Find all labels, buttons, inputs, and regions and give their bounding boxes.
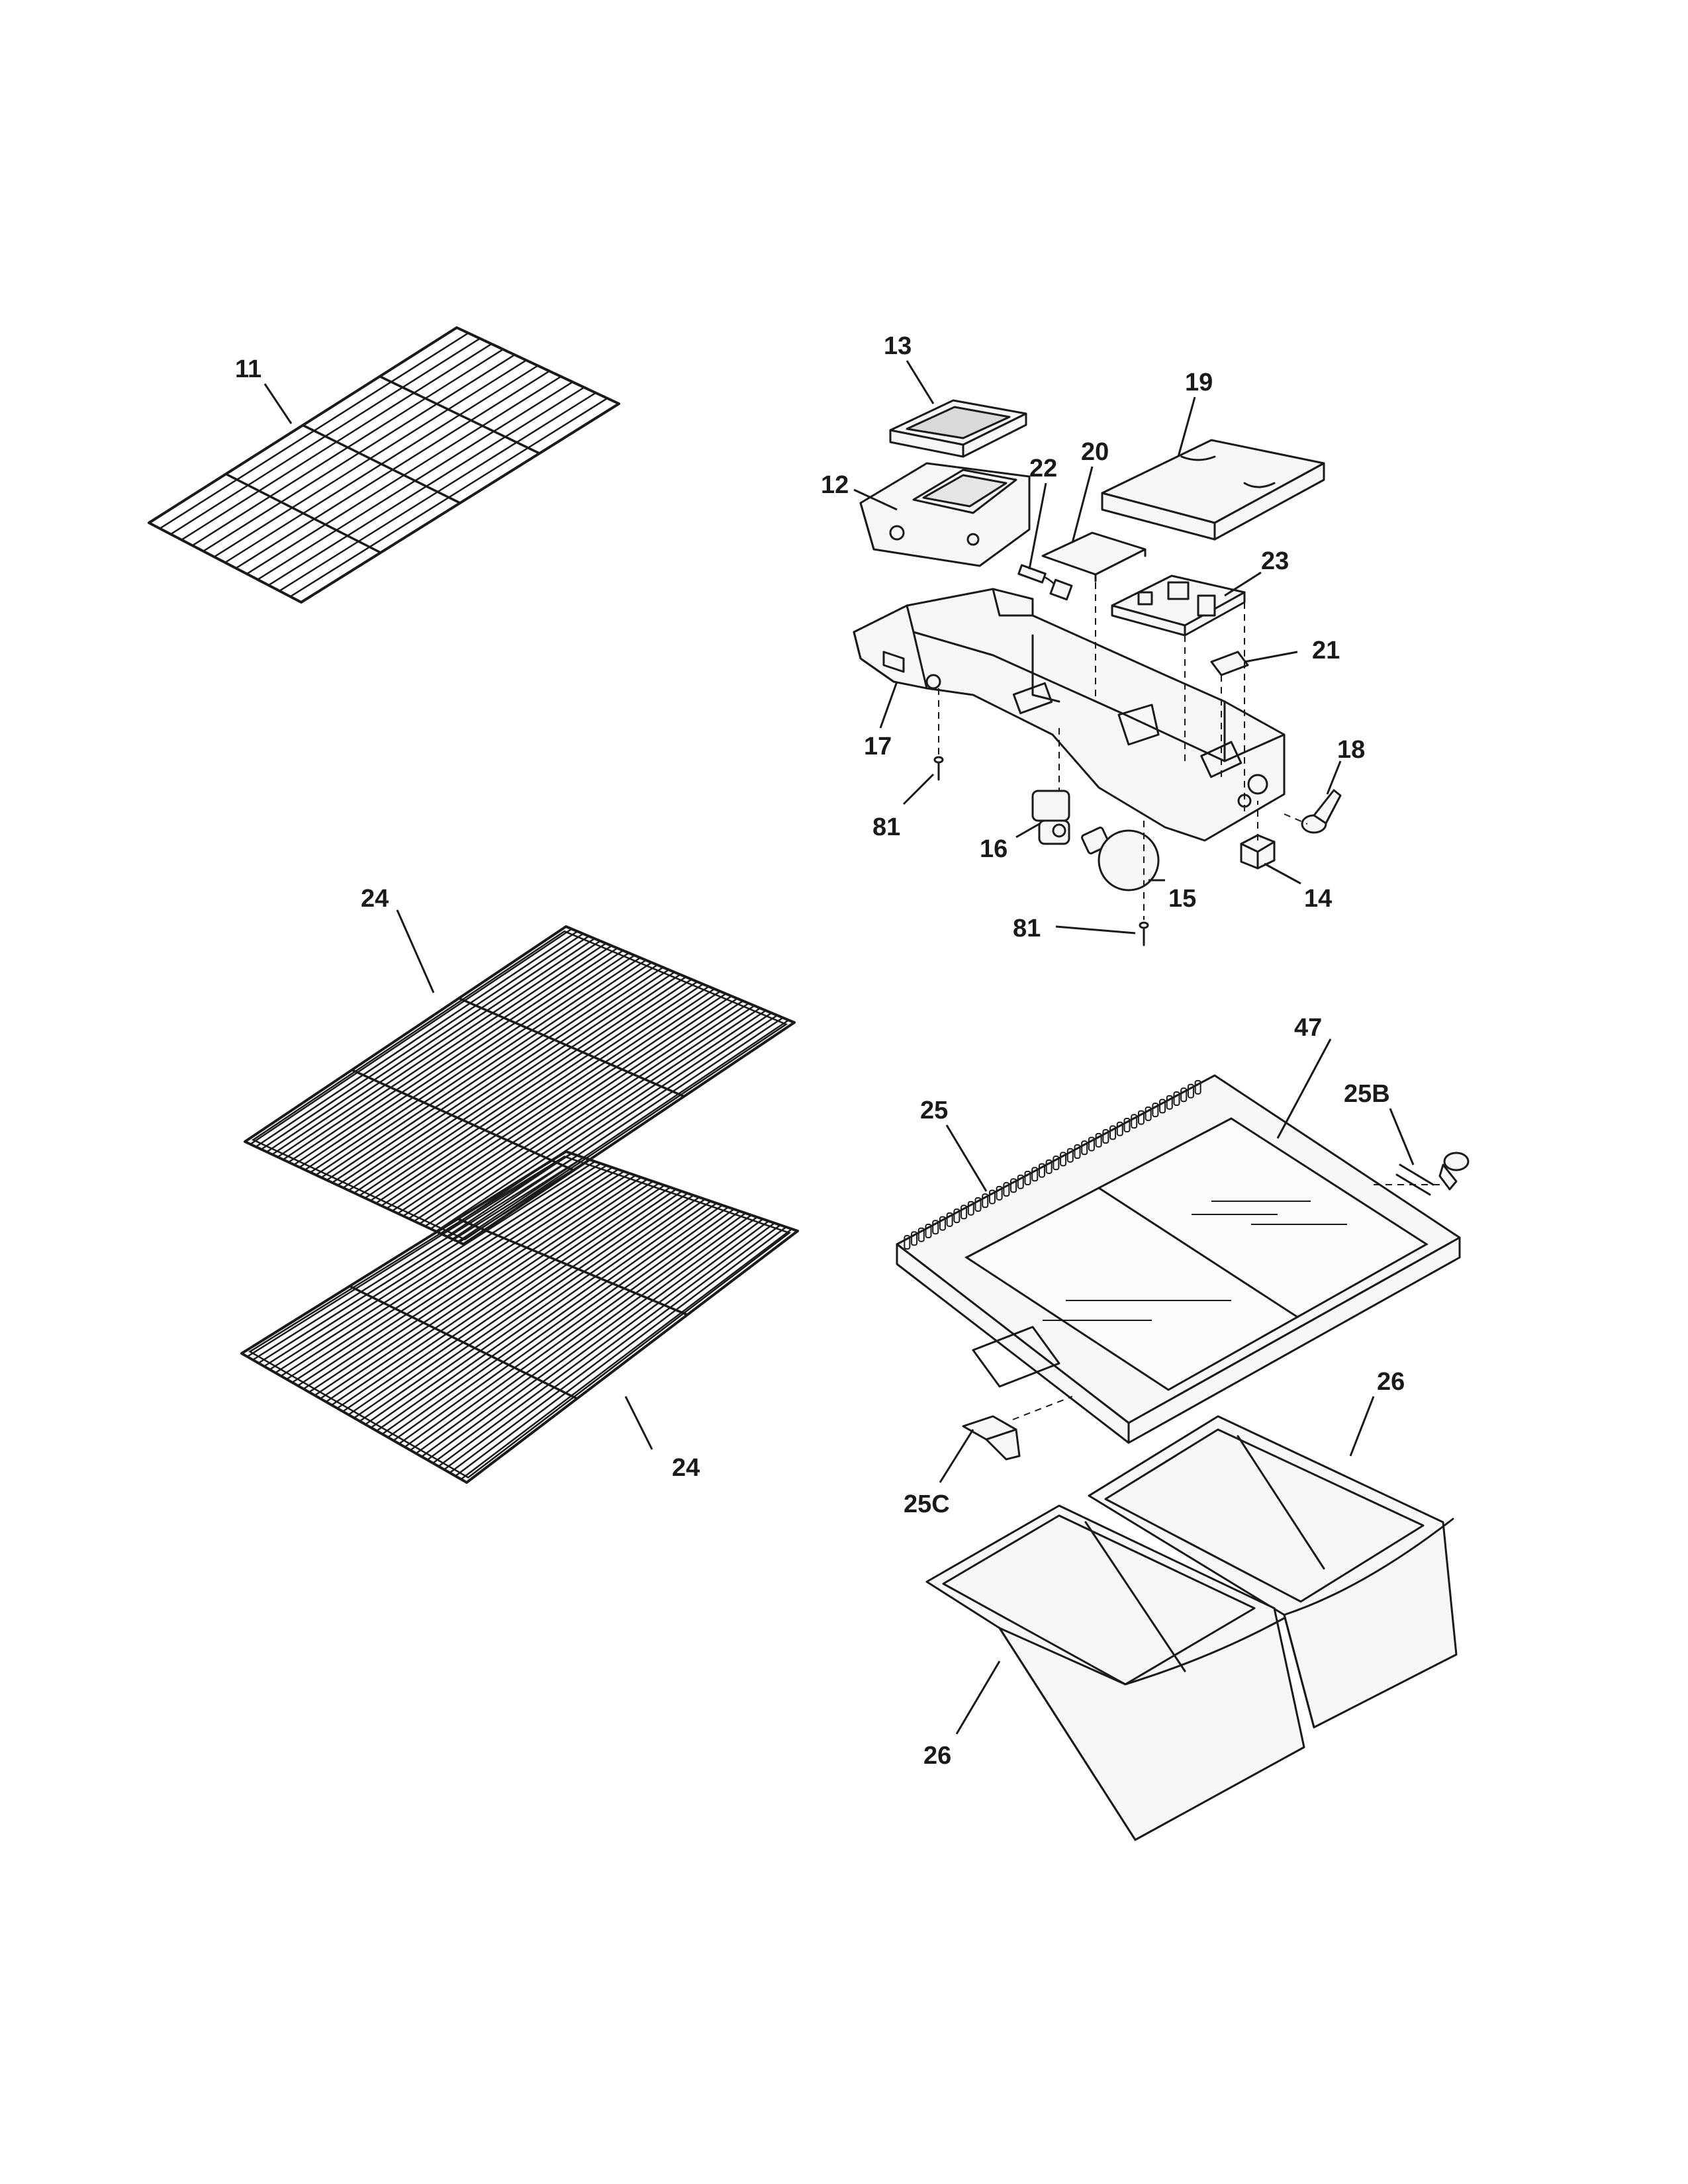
large-wire-shelf-lower	[240, 1150, 799, 1484]
small-bracket-part	[1210, 651, 1249, 676]
small-wire-shelf	[148, 326, 620, 604]
crisper-cover-assembly	[896, 1074, 1461, 1444]
callout-20: 20	[1081, 438, 1109, 466]
assembly-lines	[938, 582, 1308, 920]
callout-26-right: 26	[1377, 1368, 1405, 1396]
callout-25B: 25B	[1344, 1080, 1390, 1108]
callout-47: 47	[1294, 1014, 1322, 1042]
callout-24-upper: 24	[361, 885, 389, 913]
callout-21: 21	[1312, 637, 1340, 664]
filter-housing-part	[859, 462, 1031, 567]
callout-18: 18	[1337, 736, 1365, 764]
callout-26-left: 26	[923, 1742, 951, 1770]
screw-part-upper	[933, 756, 944, 781]
callout-81-lower: 81	[1013, 915, 1041, 942]
air-filter-part	[889, 399, 1027, 458]
large-wire-shelf-upper	[244, 925, 796, 1246]
circuit-board-part	[1041, 531, 1147, 582]
callout-25C: 25C	[904, 1490, 950, 1518]
glass-insert-part	[964, 1117, 1429, 1391]
leader-lines	[263, 360, 1415, 1735]
callout-23: 23	[1261, 547, 1289, 575]
callout-11: 11	[235, 355, 261, 383]
switch-part	[1240, 834, 1276, 870]
control-board-part	[1111, 574, 1246, 637]
crisper-drawer-left	[925, 1504, 1305, 1841]
cover-support-right-part	[1395, 1152, 1470, 1196]
main-housing-part	[853, 588, 1286, 842]
callout-22: 22	[1029, 455, 1057, 482]
callout-19: 19	[1185, 369, 1213, 396]
callout-24-lower: 24	[672, 1454, 700, 1482]
callout-labels: 11 13 19 20 12 22 23 21 17 18 81 16 15 1…	[235, 332, 1405, 1770]
control-housing-assembly	[853, 399, 1342, 946]
control-cover-part	[1101, 439, 1325, 541]
lamp-socket-part	[1031, 790, 1070, 845]
callout-16: 16	[980, 835, 1008, 863]
knob-part	[1301, 789, 1342, 834]
callout-14: 14	[1304, 885, 1332, 913]
front-vent-slots	[904, 1079, 1201, 1250]
cover-support-left-part	[962, 1415, 1021, 1461]
crisper-drawer-right	[1088, 1415, 1458, 1729]
callout-15: 15	[1168, 885, 1196, 913]
screw-part-lower	[1139, 921, 1149, 946]
callout-81-upper: 81	[872, 813, 900, 841]
sensor-part	[1017, 564, 1073, 601]
callout-13: 13	[884, 332, 912, 360]
light-bulb-part	[1081, 827, 1160, 891]
callout-17: 17	[864, 733, 892, 760]
callout-25: 25	[920, 1097, 948, 1124]
callout-12: 12	[821, 471, 849, 499]
